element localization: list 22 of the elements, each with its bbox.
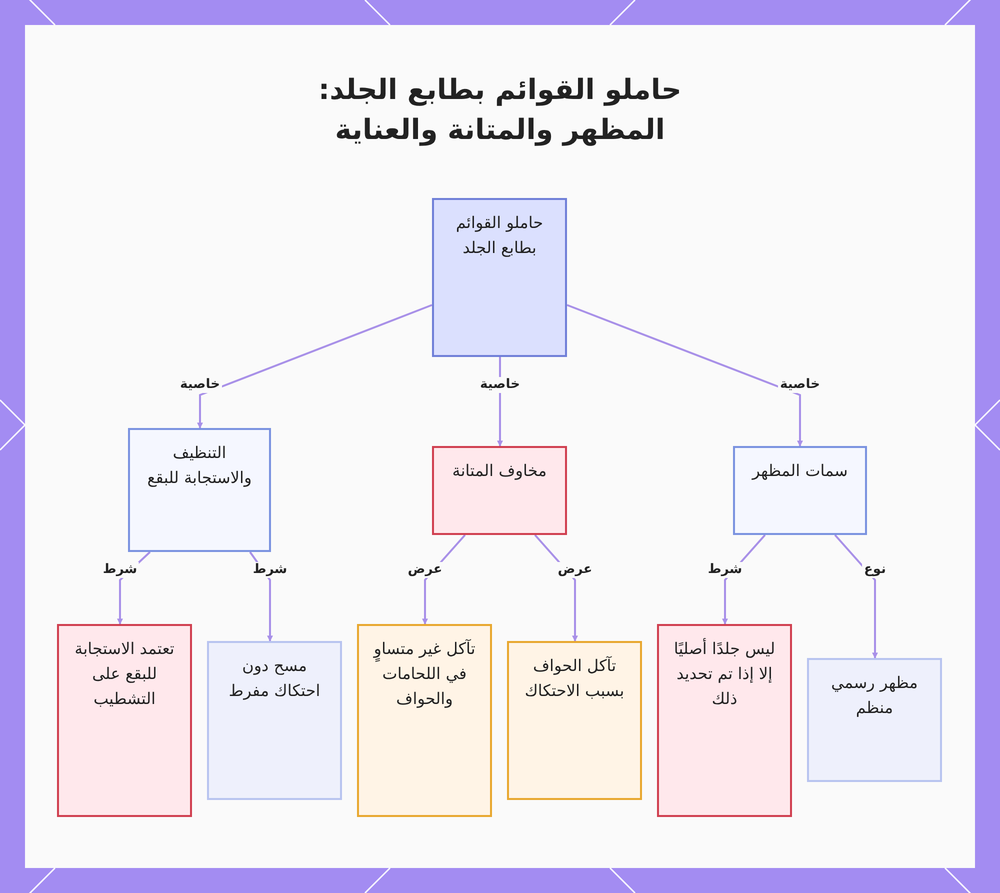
edge-label: شرط: [706, 562, 744, 578]
edge-label: شرط: [250, 562, 290, 578]
arrow: [834, 534, 878, 659]
edge-label: نوع: [862, 562, 888, 578]
edge-label: خاصية: [178, 377, 222, 393]
title: حاملو القوائم بطابع الجلد: المظهر والمتانة والعناية: [317, 72, 683, 148]
edge-label: شرط: [100, 562, 140, 578]
edge-label: عرض: [406, 562, 444, 578]
process-box: سمات المظهر: [733, 446, 867, 535]
process-box: تعتمد الاستجابة للبقع على التشطيب: [57, 624, 192, 817]
process-box: مسح دون احتكاك مفرط: [207, 641, 342, 800]
arrow: [197, 304, 432, 429]
process-box: تآكل غير متساوٍ في اللحامات والحواف: [357, 624, 492, 817]
edge-label: خاصية: [778, 377, 822, 393]
process-box: مظهر رسمي منظم: [807, 658, 942, 782]
process-box: مخاوف المتانة: [432, 446, 567, 535]
edge-label: خاصية: [478, 377, 522, 393]
arrow: [566, 304, 803, 447]
process-box: تآكل الحواف بسبب الاحتكاك: [507, 641, 642, 800]
process-box: التنظيف والاستجابة للبقع: [128, 428, 271, 552]
process-box: حاملو القوائم بطابع الجلد: [432, 198, 567, 357]
process-box: ليس جلدًا أصليًا إلا إذا تم تحديد ذلك: [657, 624, 792, 817]
